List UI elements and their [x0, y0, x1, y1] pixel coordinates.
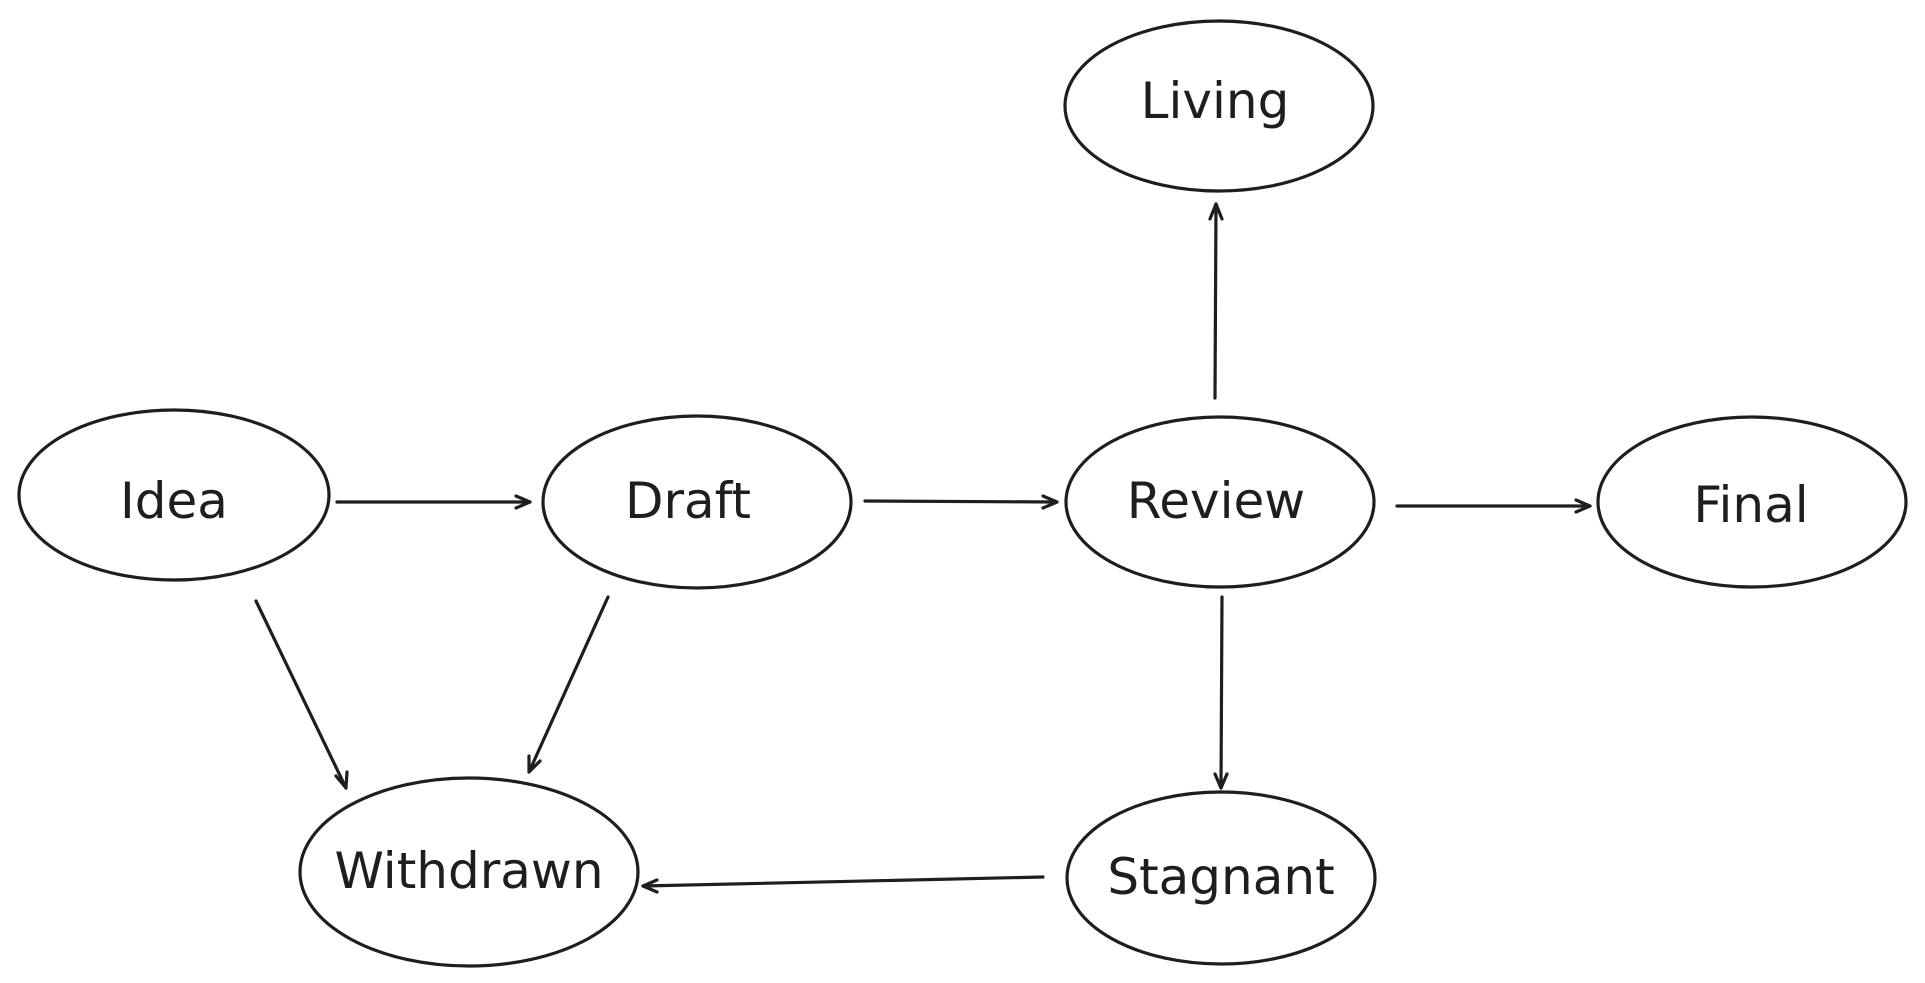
node-withdrawn: Withdrawn — [298, 776, 640, 968]
node-idea: Idea — [17, 408, 331, 582]
edge-review-to-living — [1208, 202, 1224, 400]
node-review-shape — [1064, 415, 1376, 589]
node-living: Living — [1063, 19, 1375, 193]
node-withdrawn-label: Withdrawn — [334, 842, 603, 900]
nodes: Living Idea Draft Review Final Withdrawn… — [17, 19, 1908, 968]
node-final-shape — [1596, 415, 1908, 589]
node-living-label: Living — [1141, 72, 1290, 130]
node-final-label: Final — [1693, 476, 1808, 534]
node-idea-label: Idea — [120, 472, 228, 530]
node-final: Final — [1596, 415, 1908, 589]
node-stagnant-label: Stagnant — [1107, 848, 1334, 906]
node-idea-shape — [17, 408, 331, 582]
node-review-label: Review — [1127, 472, 1305, 530]
node-stagnant: Stagnant — [1065, 790, 1377, 966]
edge-idea-to-draft — [335, 494, 532, 510]
edge-idea-to-withdrawn — [254, 599, 349, 790]
edges — [254, 202, 1592, 894]
edge-draft-to-review — [863, 494, 1059, 510]
edge-review-to-final — [1395, 498, 1592, 514]
edge-review-to-stagnant — [1213, 595, 1229, 790]
node-draft-label: Draft — [625, 472, 751, 530]
node-living-shape — [1063, 19, 1375, 193]
node-draft-shape — [541, 414, 853, 590]
node-withdrawn-shape — [298, 776, 640, 968]
edge-stagnant-to-withdrawn — [641, 875, 1045, 894]
node-review: Review — [1064, 415, 1376, 589]
edge-draft-to-withdrawn — [527, 595, 610, 774]
node-stagnant-shape — [1065, 790, 1377, 966]
node-draft: Draft — [541, 414, 853, 590]
